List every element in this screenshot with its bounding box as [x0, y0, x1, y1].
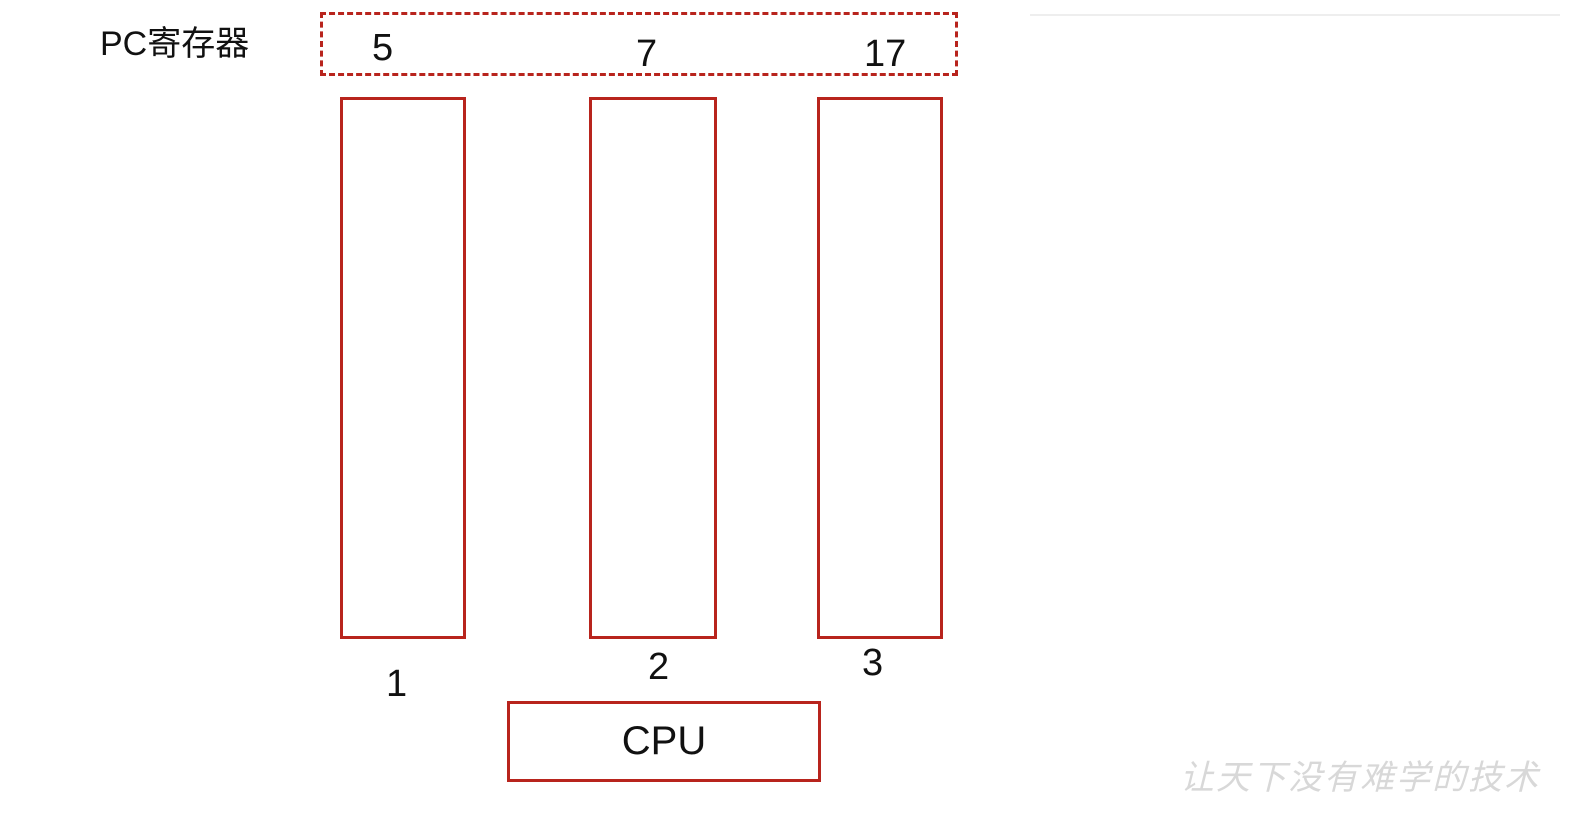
pc-register-label: PC寄存器: [100, 25, 250, 63]
thread-label-2: 2: [648, 646, 670, 688]
pc-value-thread-2: 7: [636, 33, 658, 75]
pc-register-box: [320, 12, 958, 76]
thread-column-2: [589, 97, 717, 639]
top-divider: [1030, 14, 1560, 16]
thread-column-1: [340, 97, 466, 639]
thread-column-3: [817, 97, 943, 639]
pc-value-thread-3: 17: [864, 33, 907, 75]
cpu-box: CPU: [507, 701, 821, 782]
cpu-label: CPU: [621, 719, 707, 763]
pc-value-thread-1: 5: [372, 27, 394, 69]
thread-label-3: 3: [862, 642, 884, 684]
watermark-text: 让天下没有难学的技术: [1180, 758, 1540, 798]
thread-label-1: 1: [386, 663, 408, 705]
